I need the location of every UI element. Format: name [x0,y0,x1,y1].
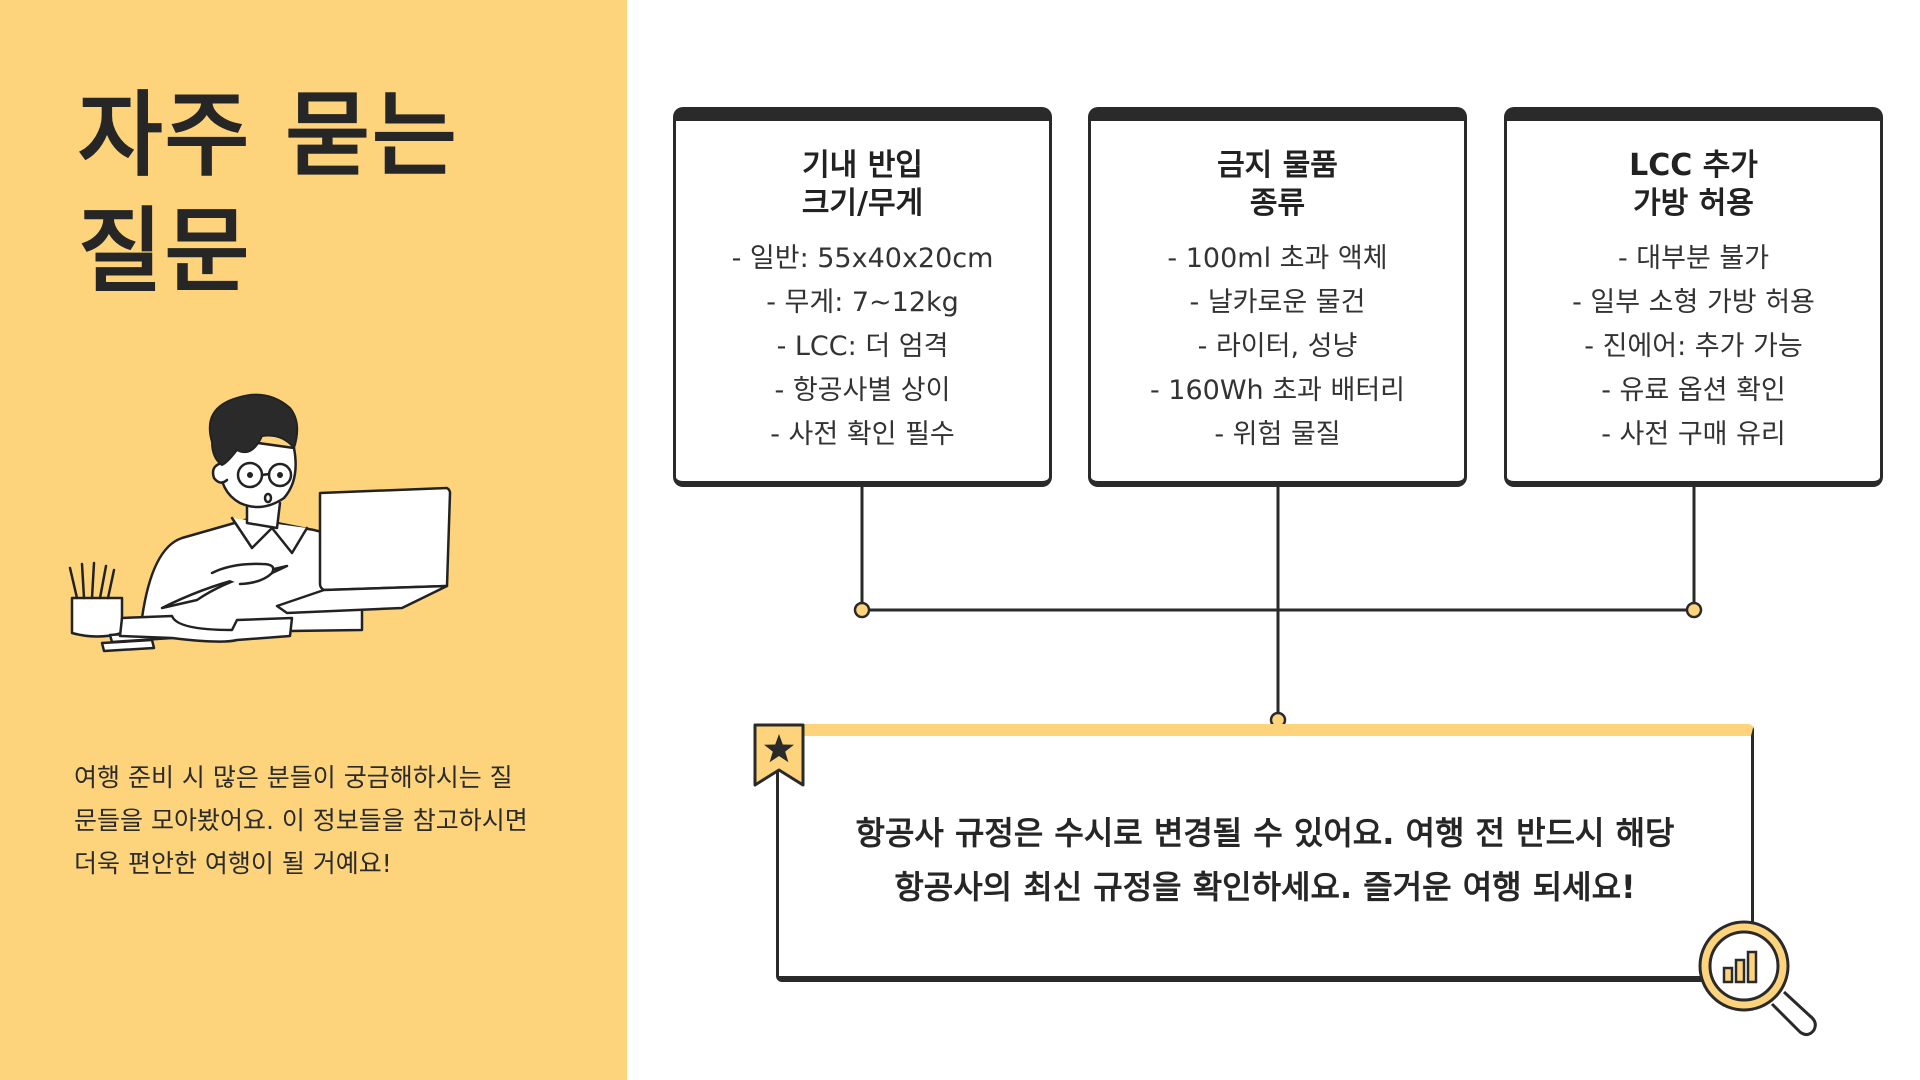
list-item: - 유료 옵션 확인 [1601,375,1786,406]
card-title-line1: LCC 추가 [1629,148,1758,183]
magnifier-chart-icon [1698,920,1817,1037]
info-card-prohibited-items: 금지 물품 종류 - 100ml 초과 액체 - 날카로운 물건 - 라이터, … [1088,107,1467,487]
card-title: 금지 물품 종류 [1091,147,1464,223]
page-title-line2: 질문 [78,198,252,305]
card-list: - 대부분 불가 - 일부 소형 가방 허용 - 진에어: 추가 가능 - 유료… [1507,237,1880,457]
list-item: - 160Wh 초과 배터리 [1149,375,1406,406]
list-item: - 진에어: 추가 가능 [1584,331,1803,362]
card-title-line2: 가방 허용 [1633,186,1754,221]
list-item: - 무게: 7~12kg [766,287,959,318]
notice-box: 항공사 규정은 수시로 변경될 수 있어요. 여행 전 반드시 해당 항공사의 … [776,724,1754,982]
list-item: - 대부분 불가 [1617,243,1770,274]
card-title-line1: 기내 반입 [802,148,923,183]
list-item: - 일반: 55x40x20cm [731,243,994,274]
info-card-lcc-extra-bag: LCC 추가 가방 허용 - 대부분 불가 - 일부 소형 가방 허용 - 진에… [1504,107,1883,487]
list-item: - 위험 물질 [1214,419,1341,450]
page-title-line1: 자주 묻는 [78,82,459,189]
connector-dot-left [853,601,871,619]
notice-line2: 항공사의 최신 규정을 확인하세요. 즐거운 여행 되세요! [894,868,1636,906]
description-line2: 문들을 모아봤어요. 이 정보들을 참고하시면 [74,806,528,835]
list-item: - 일부 소형 가방 허용 [1572,287,1815,318]
description-text: 여행 준비 시 많은 분들이 궁금해하시는 질 문들을 모아봤어요. 이 정보들… [74,756,554,885]
card-title: LCC 추가 가방 허용 [1507,147,1880,223]
page-title: 자주 묻는 질문 [78,78,459,310]
info-card-carry-on: 기내 반입 크기/무게 - 일반: 55x40x20cm - 무게: 7~12k… [673,107,1052,487]
list-item: - 날카로운 물건 [1189,287,1366,318]
list-item: - 라이터, 성냥 [1197,331,1358,362]
card-title-line1: 금지 물품 [1217,148,1338,183]
notice-line1: 항공사 규정은 수시로 변경될 수 있어요. 여행 전 반드시 해당 [855,814,1675,852]
list-item: - 항공사별 상이 [774,375,951,406]
list-item: - LCC: 더 엄격 [776,331,949,362]
card-list: - 100ml 초과 액체 - 날카로운 물건 - 라이터, 성냥 - 160W… [1091,237,1464,457]
card-title-line2: 크기/무게 [801,186,924,221]
description-line3: 더욱 편안한 여행이 될 거예요! [74,849,392,878]
notice-text: 항공사 규정은 수시로 변경될 수 있어요. 여행 전 반드시 해당 항공사의 … [779,806,1751,914]
list-item: - 100ml 초과 액체 [1167,243,1388,274]
star-bookmark-icon [753,723,805,787]
list-item: - 사전 구매 유리 [1601,419,1786,450]
card-title-line2: 종류 [1249,186,1306,221]
card-list: - 일반: 55x40x20cm - 무게: 7~12kg - LCC: 더 엄… [676,237,1049,457]
person-at-laptop-illustration [68,393,452,653]
list-item: - 사전 확인 필수 [770,419,955,450]
description-line1: 여행 준비 시 많은 분들이 궁금해하시는 질 [74,763,513,792]
card-title: 기내 반입 크기/무게 [676,147,1049,223]
connector-dot-right [1685,601,1703,619]
